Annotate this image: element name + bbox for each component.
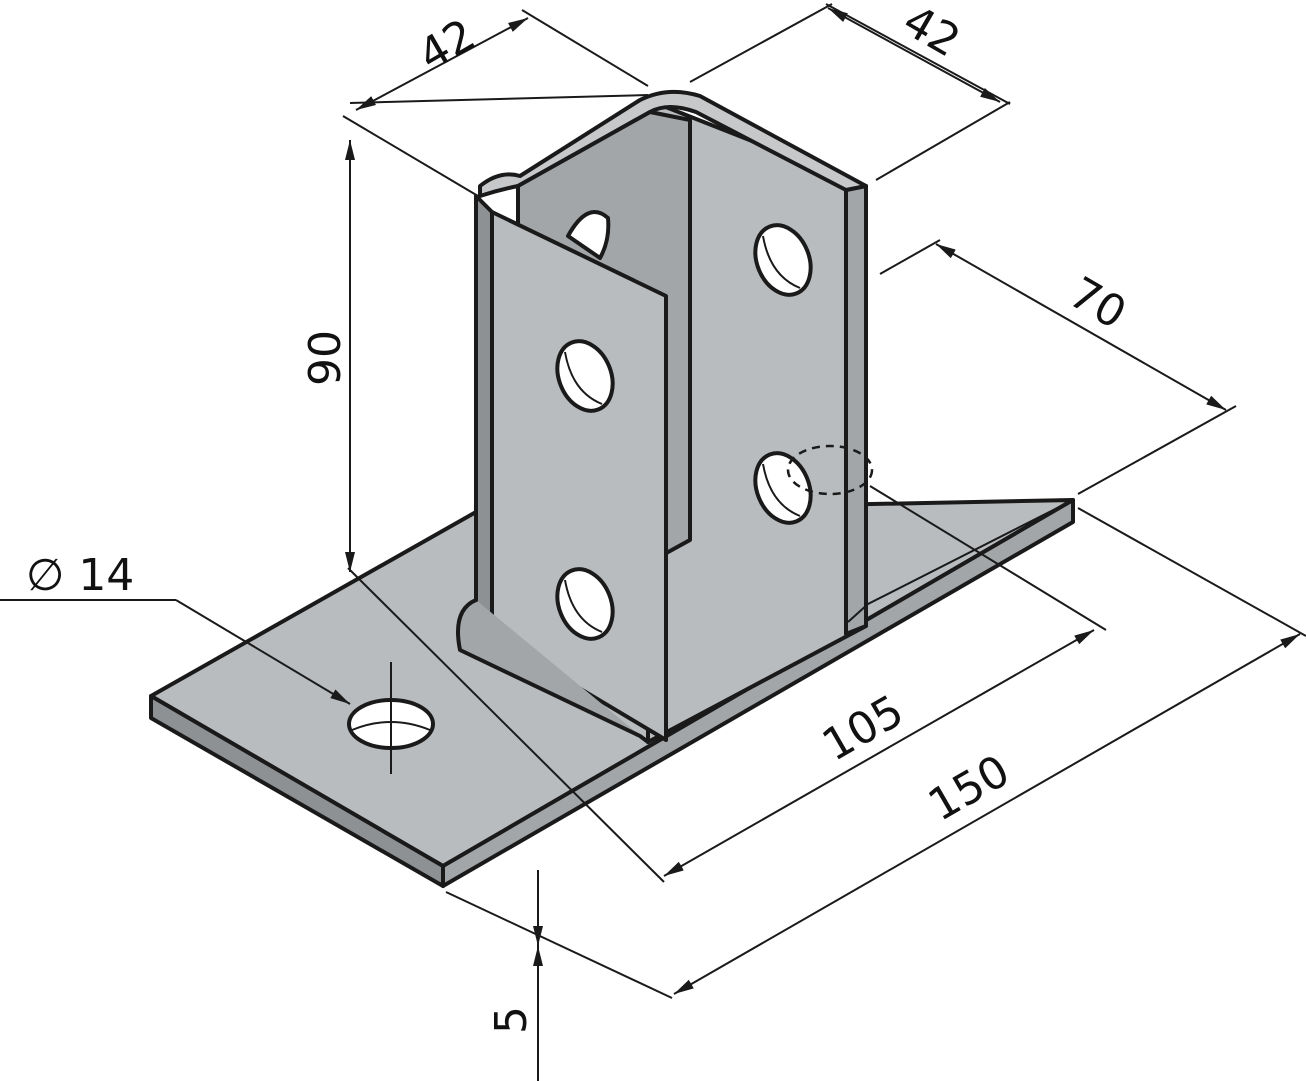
label-thickness: 5: [486, 1006, 537, 1034]
label-post-length: 105: [814, 685, 912, 771]
flange-hole-lower: [555, 567, 615, 641]
label-base-length: 150: [920, 745, 1018, 831]
label-hole-diameter: ∅ 14: [26, 550, 134, 601]
label-width-left: 42: [410, 9, 484, 81]
flange-hole-upper: [555, 339, 615, 413]
web-hole-upper: [753, 223, 813, 297]
channel-right-flange-edge: [844, 184, 868, 636]
dimension-lines: [0, 3, 1306, 1081]
label-depth: 70: [1061, 267, 1135, 339]
channel-front-flange-edge: [474, 194, 494, 638]
hidden-base-hole: [786, 444, 874, 496]
web-hole-lower: [753, 451, 813, 525]
label-height: 90: [300, 330, 351, 386]
label-width-right: 42: [895, 0, 969, 68]
channel-post: [456, 89, 1074, 744]
